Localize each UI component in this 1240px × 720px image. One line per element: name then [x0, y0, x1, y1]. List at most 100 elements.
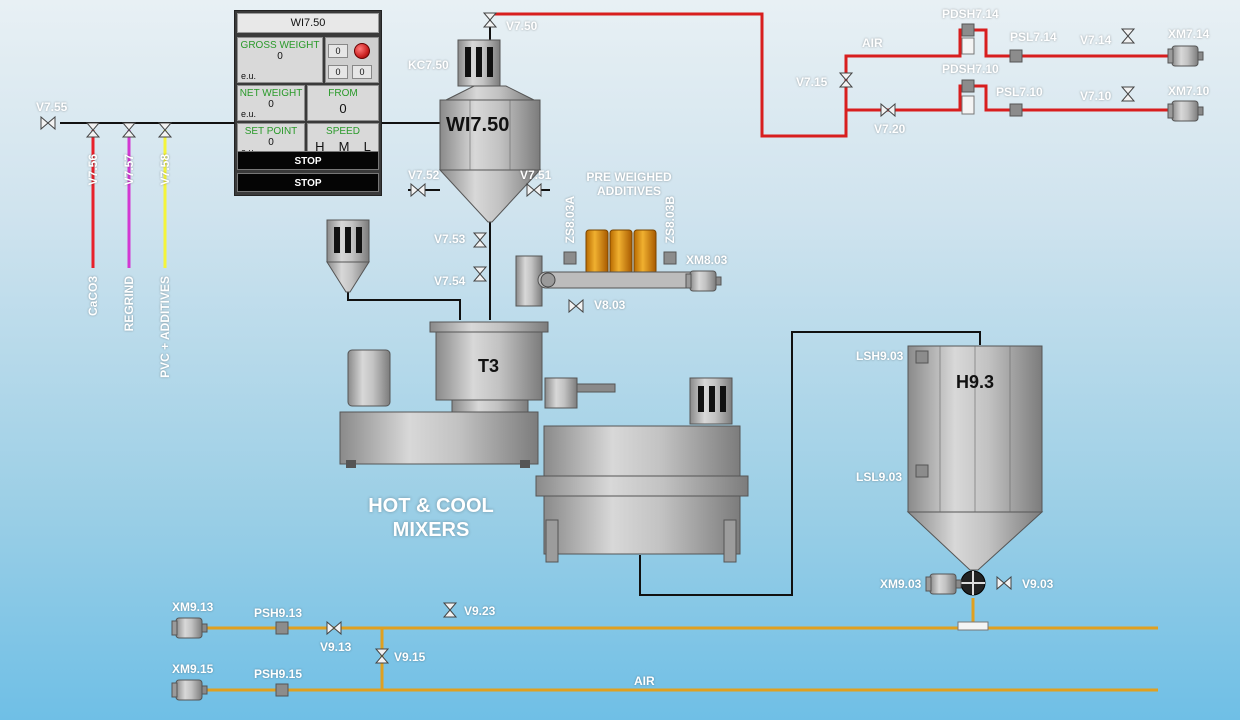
sensor-psh913[interactable]: [275, 621, 289, 635]
set-point-value[interactable]: 0: [268, 137, 274, 148]
sensor-zs803a[interactable]: [563, 251, 577, 265]
valve-v915[interactable]: [375, 648, 389, 664]
motor-xm903[interactable]: [925, 573, 962, 595]
stop-button-1[interactable]: STOP: [237, 151, 379, 170]
valve-v710[interactable]: [1121, 86, 1135, 102]
valve-v903[interactable]: [996, 576, 1012, 590]
mixers-title: HOT & COOL MIXERS: [346, 494, 516, 542]
speed-high-button[interactable]: H: [315, 139, 325, 154]
tag-psl710: PSL7.10: [996, 85, 1043, 99]
mixers-title-line1: HOT & COOL: [368, 495, 494, 517]
sensor-pdsh710[interactable]: [961, 79, 975, 115]
sensor-pdsh714[interactable]: [961, 23, 975, 55]
wi750-title: WI7.50: [446, 114, 510, 136]
valve-v803[interactable]: [568, 299, 584, 313]
motor-xm710[interactable]: [1167, 100, 1204, 122]
valve-v750[interactable]: [483, 12, 497, 28]
weigh-hopper-wi750[interactable]: [438, 39, 542, 223]
silo-h93[interactable]: [906, 345, 1044, 571]
tag-psh915: PSH9.15: [254, 667, 303, 681]
valve-v753[interactable]: [473, 232, 487, 248]
tag-v755: V7.55: [36, 100, 68, 114]
cool-mixer[interactable]: [535, 377, 749, 563]
tag-air-bottom: AIR: [634, 674, 655, 688]
net-weight-value: 0: [268, 99, 274, 110]
tag-zs803b: ZS8.03B: [663, 196, 677, 244]
sensor-psh915[interactable]: [275, 683, 289, 697]
tag-lsh903: LSH9.03: [856, 349, 904, 363]
tag-psl714: PSL7.14: [1010, 30, 1057, 44]
sensor-psl714[interactable]: [1009, 49, 1023, 63]
tag-v903: V9.03: [1022, 577, 1054, 591]
silo-outlet-connector: [957, 621, 989, 631]
tag-lsl903: LSL9.03: [856, 470, 903, 484]
tag-v923: V9.23: [464, 604, 496, 618]
sensor-zs803b[interactable]: [663, 251, 677, 265]
tag-v756: V7.56: [86, 154, 100, 186]
stop-button-2[interactable]: STOP: [237, 173, 379, 192]
valve-v752[interactable]: [410, 183, 426, 197]
tag-v750: V7.50: [506, 19, 538, 33]
tag-zs803a: ZS8.03A: [563, 196, 577, 244]
gross-weight-value: 0: [277, 51, 283, 62]
speed-label: SPEED: [326, 126, 360, 137]
valve-v756[interactable]: [86, 122, 100, 138]
t3-title: T3: [478, 356, 500, 376]
additives-title-line1: PRE WEIGHED: [586, 170, 672, 184]
additive-conveyor[interactable]: [515, 255, 699, 307]
weigh-control-panel: WI7.50 GROSS WEIGHT 0 e.u. 0 0 0 NET WEI…: [234, 10, 382, 196]
valve-v755[interactable]: [40, 116, 56, 130]
motor-xm803[interactable]: [685, 270, 722, 292]
tag-v757: V7.57: [122, 154, 136, 186]
tag-pdsh710: PDSH7.10: [942, 62, 999, 76]
motor-xm913[interactable]: [171, 617, 208, 639]
from-label: FROM: [328, 88, 358, 99]
tag-xm714: XM7.14: [1168, 27, 1210, 41]
tag-kc750: KC7.50: [408, 58, 449, 72]
valve-v720[interactable]: [880, 103, 896, 117]
additive-drums: [585, 229, 657, 275]
valve-v754[interactable]: [473, 266, 487, 282]
air-supply-line: [490, 12, 1168, 138]
tag-pdsh714: PDSH7.14: [942, 7, 999, 21]
sensor-psl710[interactable]: [1009, 103, 1023, 117]
valve-v913[interactable]: [326, 621, 342, 635]
tag-v915: V9.15: [394, 650, 426, 664]
tag-v803: V8.03: [594, 298, 626, 312]
from-value: 0: [339, 101, 347, 116]
valve-v757[interactable]: [122, 122, 136, 138]
status-mini-b: 0: [328, 65, 348, 79]
mixers-title-line2: MIXERS: [392, 519, 470, 541]
speed-low-button[interactable]: L: [363, 139, 371, 154]
status-mini-a: 0: [328, 44, 348, 58]
tag-v751: V7.51: [520, 168, 552, 182]
motor-xm714[interactable]: [1167, 45, 1204, 67]
from-cell: FROM 0: [307, 85, 379, 121]
tag-v754: V7.54: [434, 274, 466, 288]
valve-v715[interactable]: [839, 72, 853, 88]
valve-v751[interactable]: [526, 183, 542, 197]
additive-hopper[interactable]: [326, 219, 370, 293]
tag-psh913: PSH9.13: [254, 606, 303, 620]
speed-medium-button[interactable]: M: [338, 139, 350, 154]
tag-xm710: XM7.10: [1168, 84, 1210, 98]
panel-title: WI7.50: [237, 13, 379, 33]
hot-mixer-t3[interactable]: [339, 321, 616, 468]
tag-cac03: CaCO3: [86, 276, 100, 317]
valve-v758[interactable]: [158, 122, 172, 138]
valve-v923[interactable]: [443, 602, 457, 618]
rotary-valve[interactable]: [960, 570, 986, 596]
gross-weight-label: GROSS WEIGHT: [240, 40, 320, 51]
tag-air-top: AIR: [862, 36, 883, 50]
tag-xm803: XM8.03: [686, 253, 728, 267]
tag-v752: V7.52: [408, 168, 440, 182]
motor-xm915[interactable]: [171, 679, 208, 701]
status-cell: 0 0 0: [325, 37, 379, 83]
sensor-lsh903[interactable]: [915, 350, 929, 364]
tag-v715: V7.15: [796, 75, 828, 89]
sensor-lsl903[interactable]: [915, 464, 929, 478]
set-point-label: SET POINT: [244, 126, 298, 137]
valve-v714[interactable]: [1121, 28, 1135, 44]
tag-v720: V7.20: [874, 122, 906, 136]
